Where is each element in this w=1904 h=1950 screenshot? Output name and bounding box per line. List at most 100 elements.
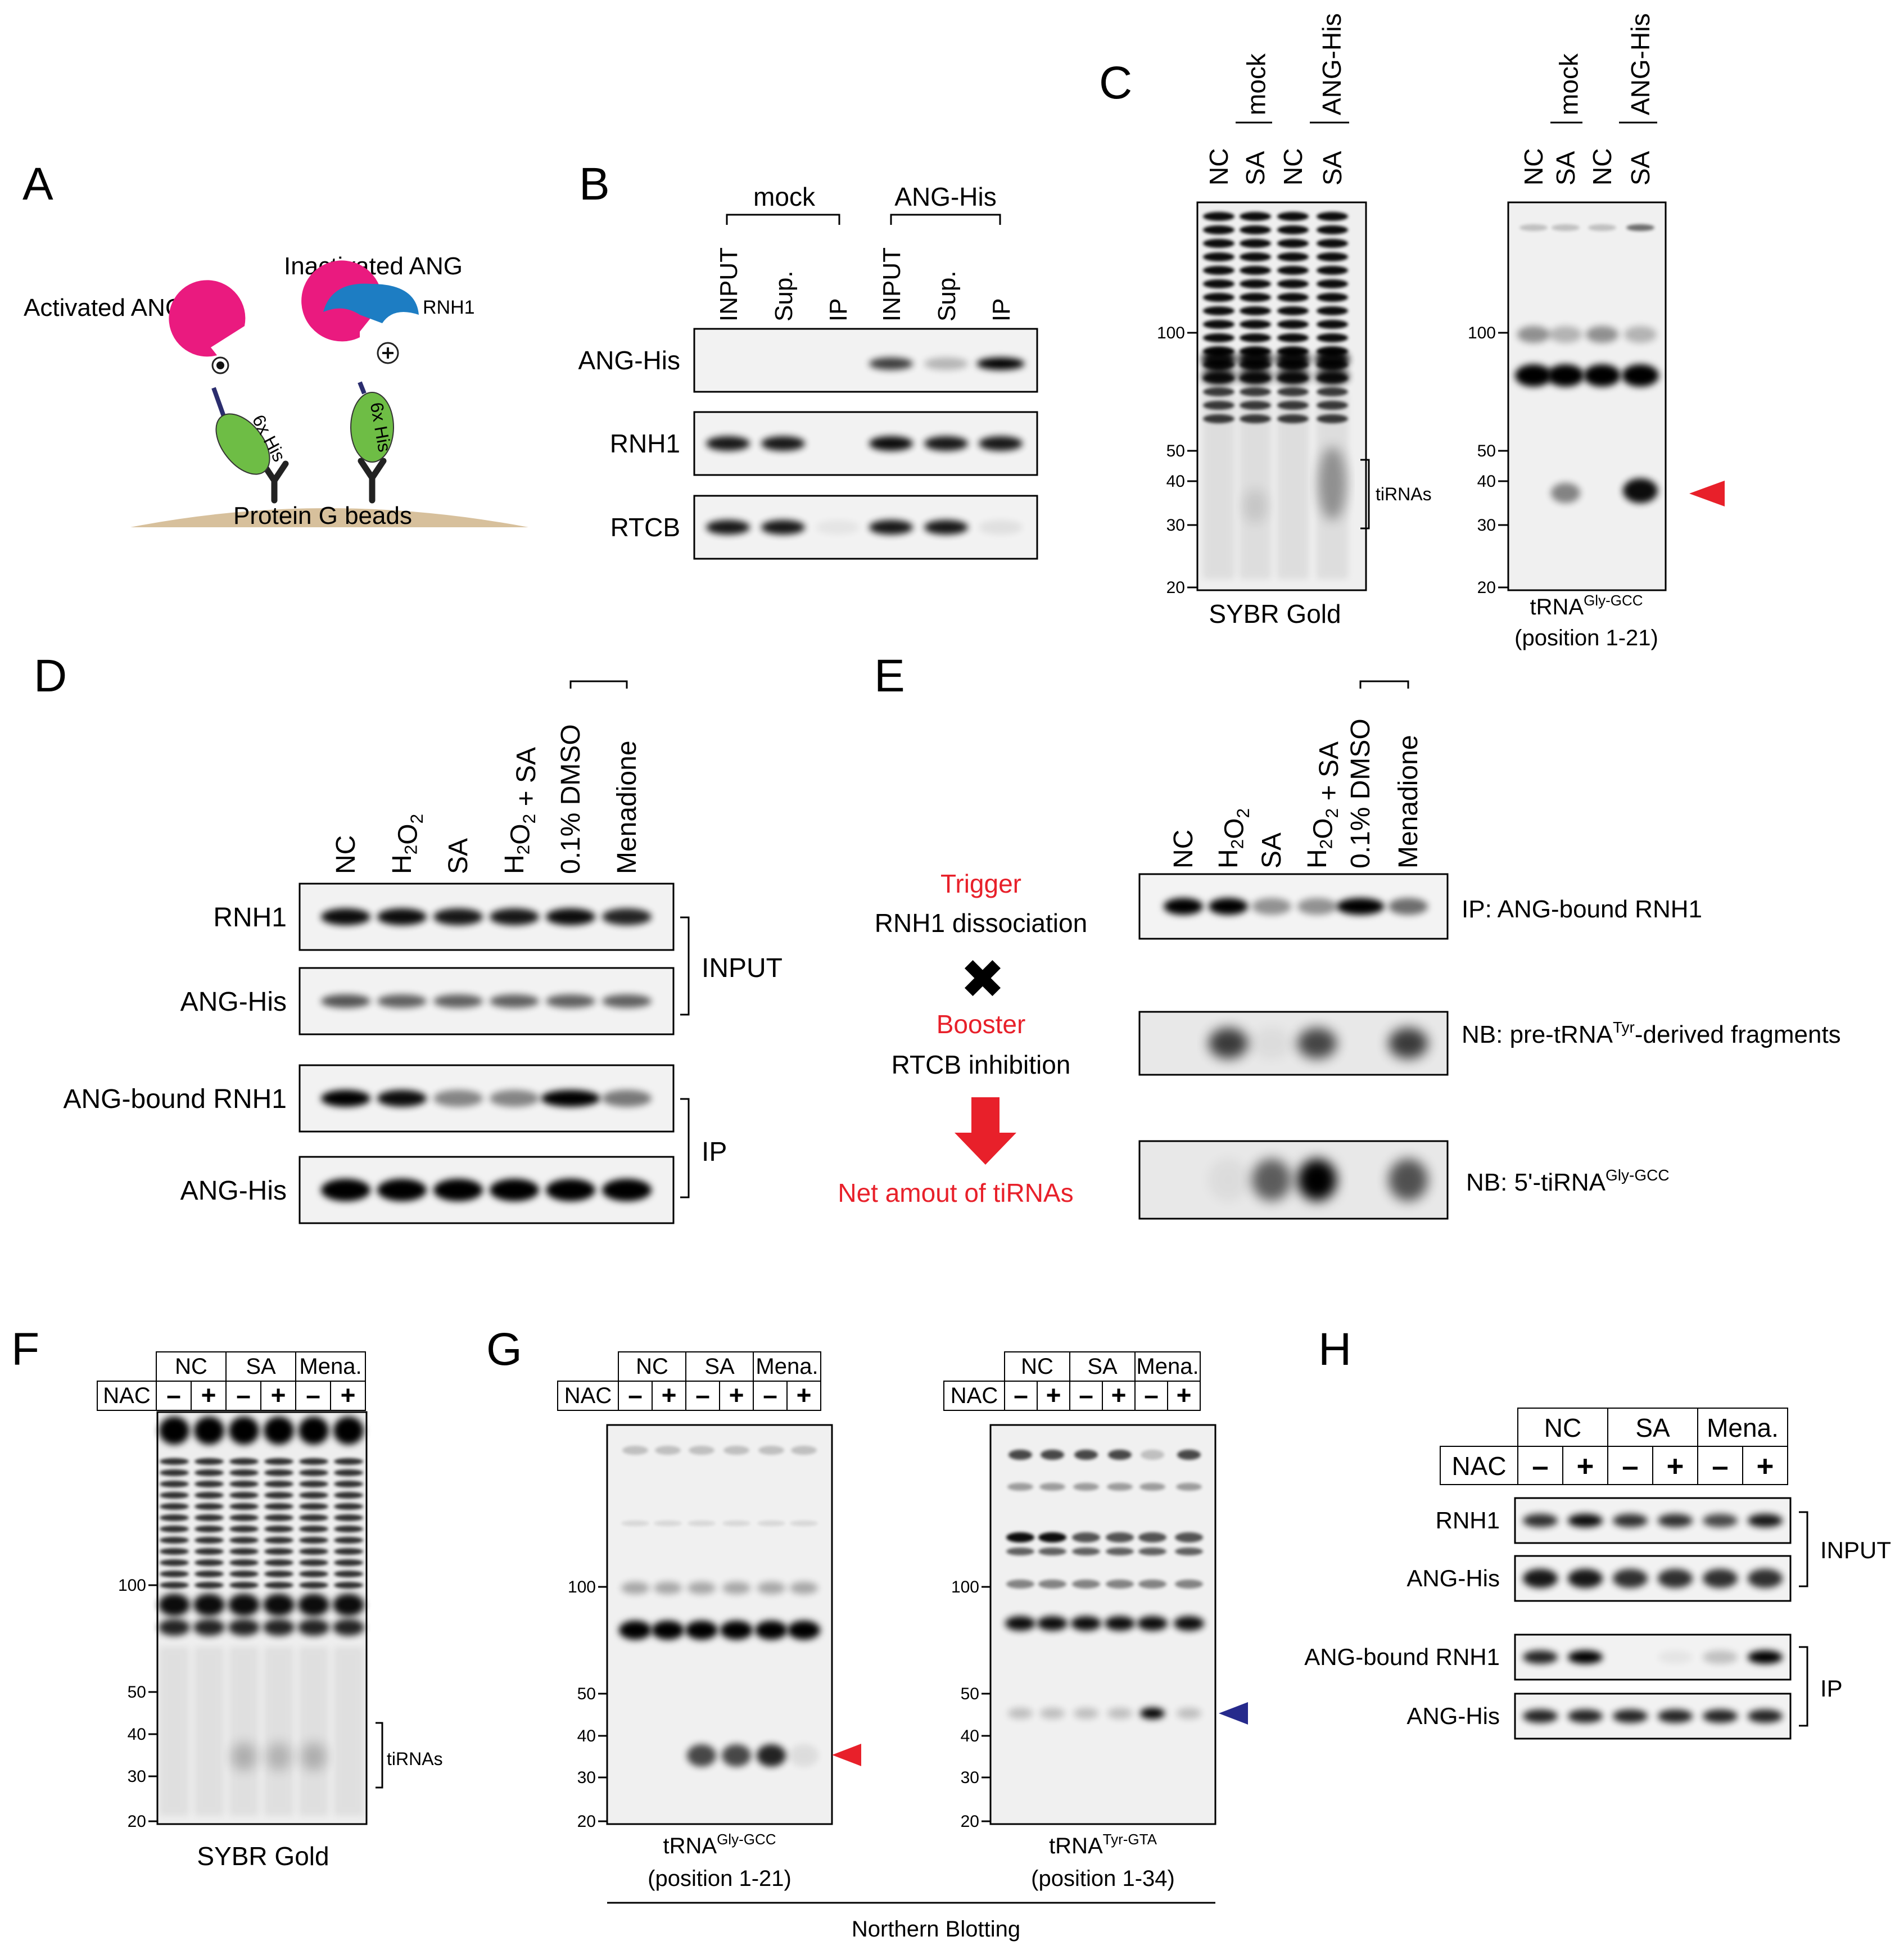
- net-tirna-label: Net amout of tiRNAs: [838, 1178, 1073, 1207]
- panel-h-sign-0: –: [1532, 1450, 1548, 1483]
- panel-h-band: [1568, 1569, 1603, 1588]
- panel-h-blot-label-0: RNH1: [1436, 1507, 1500, 1533]
- panel-e-band: [1389, 1159, 1428, 1201]
- panel-e-lane-2: SA: [1257, 833, 1287, 868]
- panel-d-band: [321, 1179, 370, 1201]
- nb-tirna-band: [687, 1744, 716, 1767]
- panel-d-band: [546, 994, 595, 1008]
- sybr-band: [160, 1537, 189, 1544]
- nb-band: [1138, 1532, 1166, 1542]
- linker-right: [358, 381, 367, 395]
- sybr-band: [1202, 349, 1236, 371]
- sybr-band: [229, 1481, 259, 1487]
- panel-a-letter: A: [22, 159, 53, 210]
- sybr-band: [160, 1458, 189, 1465]
- panel-g-marker-50: 50: [961, 1685, 979, 1703]
- nb-band: [757, 1582, 785, 1594]
- sybr-band: [228, 1619, 260, 1636]
- nb-band: [1626, 224, 1654, 231]
- panel-f-sign-0: –: [166, 1381, 181, 1410]
- panel-f-sign-1: +: [201, 1381, 216, 1410]
- panel-h-band: [1703, 1709, 1738, 1723]
- sybr-band: [195, 1559, 224, 1566]
- sybr-band: [1277, 212, 1309, 221]
- panel-b-band: [924, 436, 968, 451]
- his-tag-left-icon: [215, 413, 270, 475]
- panel-f-marker-100: 100: [118, 1576, 146, 1595]
- panel-d-band: [433, 1179, 483, 1201]
- sybr-band: [299, 1458, 328, 1465]
- tirna-bracket: [376, 1722, 383, 1789]
- nb-band: [1072, 1548, 1100, 1555]
- sybr-band: [334, 1458, 363, 1465]
- sybr-band: [159, 1417, 189, 1445]
- sybr-band: [1240, 212, 1271, 221]
- tirna-bracket: [1360, 459, 1370, 530]
- panel-h-sign-cell: [1742, 1446, 1788, 1485]
- sybr-band: [195, 1548, 224, 1555]
- sybr-smear: [299, 1647, 328, 1816]
- sybr-band: [1277, 239, 1309, 248]
- sybr-band: [1240, 279, 1271, 288]
- panel-h-band: [1748, 1650, 1783, 1664]
- sybr-band: [1238, 349, 1272, 371]
- panel-f-marker-50: 50: [128, 1683, 146, 1702]
- nb-band: [1071, 1616, 1101, 1631]
- nb-band: [1137, 1616, 1168, 1631]
- sybr-band: [229, 1458, 259, 1465]
- sybr-band: [1240, 333, 1271, 342]
- panel-h-group-1: SA: [1635, 1413, 1670, 1442]
- nb-pre-band: [1008, 1708, 1033, 1719]
- nb-band: [723, 1446, 749, 1455]
- panel-g-right-sign-1: +: [1046, 1381, 1061, 1410]
- sybr-band: [195, 1503, 224, 1510]
- panel-e-band: [1209, 898, 1248, 915]
- panel-h-sign-2: –: [1622, 1450, 1638, 1483]
- panel-b-band: [869, 436, 913, 451]
- sybr-smear: [1240, 393, 1271, 579]
- panel-c-lane-nb-0: NC: [1519, 148, 1548, 186]
- sybr-band: [195, 1458, 224, 1465]
- panel-b-group-mock: mock: [753, 182, 816, 211]
- sybr-band: [299, 1526, 328, 1532]
- panel-h-sign-4: –: [1712, 1450, 1728, 1483]
- panel-c-marker-20: 20: [1166, 578, 1185, 597]
- panel-h-band: [1523, 1514, 1558, 1527]
- sybr-band: [1203, 279, 1234, 288]
- panel-h-band: [1748, 1569, 1783, 1588]
- his-tag-right-icon: [350, 392, 394, 463]
- sybr-band: [160, 1526, 189, 1532]
- nb-band: [1552, 224, 1580, 231]
- nb-band: [1588, 224, 1616, 231]
- sybr-band: [264, 1417, 294, 1445]
- nb-band: [1549, 326, 1582, 343]
- panel-e-lane-5: Menadione: [1394, 735, 1423, 868]
- input-bracket: [680, 916, 690, 1016]
- nb-band: [1007, 1483, 1033, 1491]
- panel-b-band: [761, 520, 805, 535]
- sybr-band: [264, 1548, 293, 1555]
- sybr-band: [1203, 320, 1234, 329]
- panel-c-letter: C: [1099, 57, 1132, 108]
- sybr-band: [334, 1492, 363, 1499]
- panel-h-blot-label-2: ANG-bound RNH1: [1304, 1644, 1500, 1670]
- panel-g-left-caption-sub: (position 1-21): [648, 1866, 792, 1891]
- panel-d-band: [377, 1179, 427, 1201]
- panel-f-sign-5: +: [341, 1381, 356, 1410]
- panel-e-lane-1: H2O2: [1214, 808, 1253, 868]
- panel-b-lane-0: INPUT: [715, 247, 743, 322]
- panel-c-group-mock: mock: [1554, 53, 1584, 115]
- nb-band: [1074, 1450, 1098, 1460]
- down-arrow-icon: [955, 1097, 1016, 1165]
- panel-h-blot-label-3: ANG-His: [1406, 1703, 1500, 1729]
- panel-b-band: [979, 520, 1023, 535]
- rnh1-label: RNH1: [423, 297, 475, 318]
- panel-c-group-ang: ANG-His: [1317, 13, 1346, 115]
- panel-g-marker-20: 20: [961, 1812, 979, 1831]
- sybr-band: [160, 1492, 189, 1499]
- input-bracket: [1799, 1511, 1808, 1587]
- panel-g-left-sign-cell: [786, 1381, 821, 1411]
- e-blot1-label: IP: ANG-bound RNH1: [1462, 895, 1702, 923]
- panel-c-lane-sybr-3: SA: [1318, 151, 1347, 186]
